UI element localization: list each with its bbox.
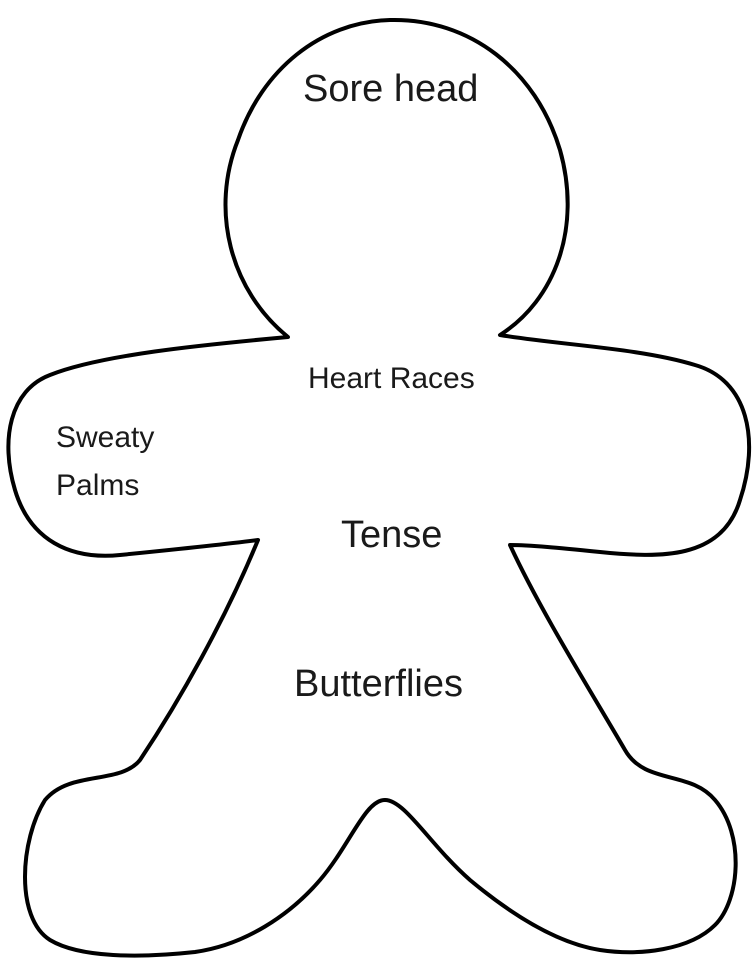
heart-label: Heart Races	[308, 362, 475, 397]
hands-label: Sweaty Palms	[56, 414, 154, 510]
hands-label-line-2: Palms	[56, 462, 154, 510]
head-label: Sore head	[303, 68, 478, 112]
chest-label: Tense	[341, 514, 442, 558]
hands-label-line-1: Sweaty	[56, 414, 154, 462]
stomach-label: Butterflies	[294, 663, 463, 707]
